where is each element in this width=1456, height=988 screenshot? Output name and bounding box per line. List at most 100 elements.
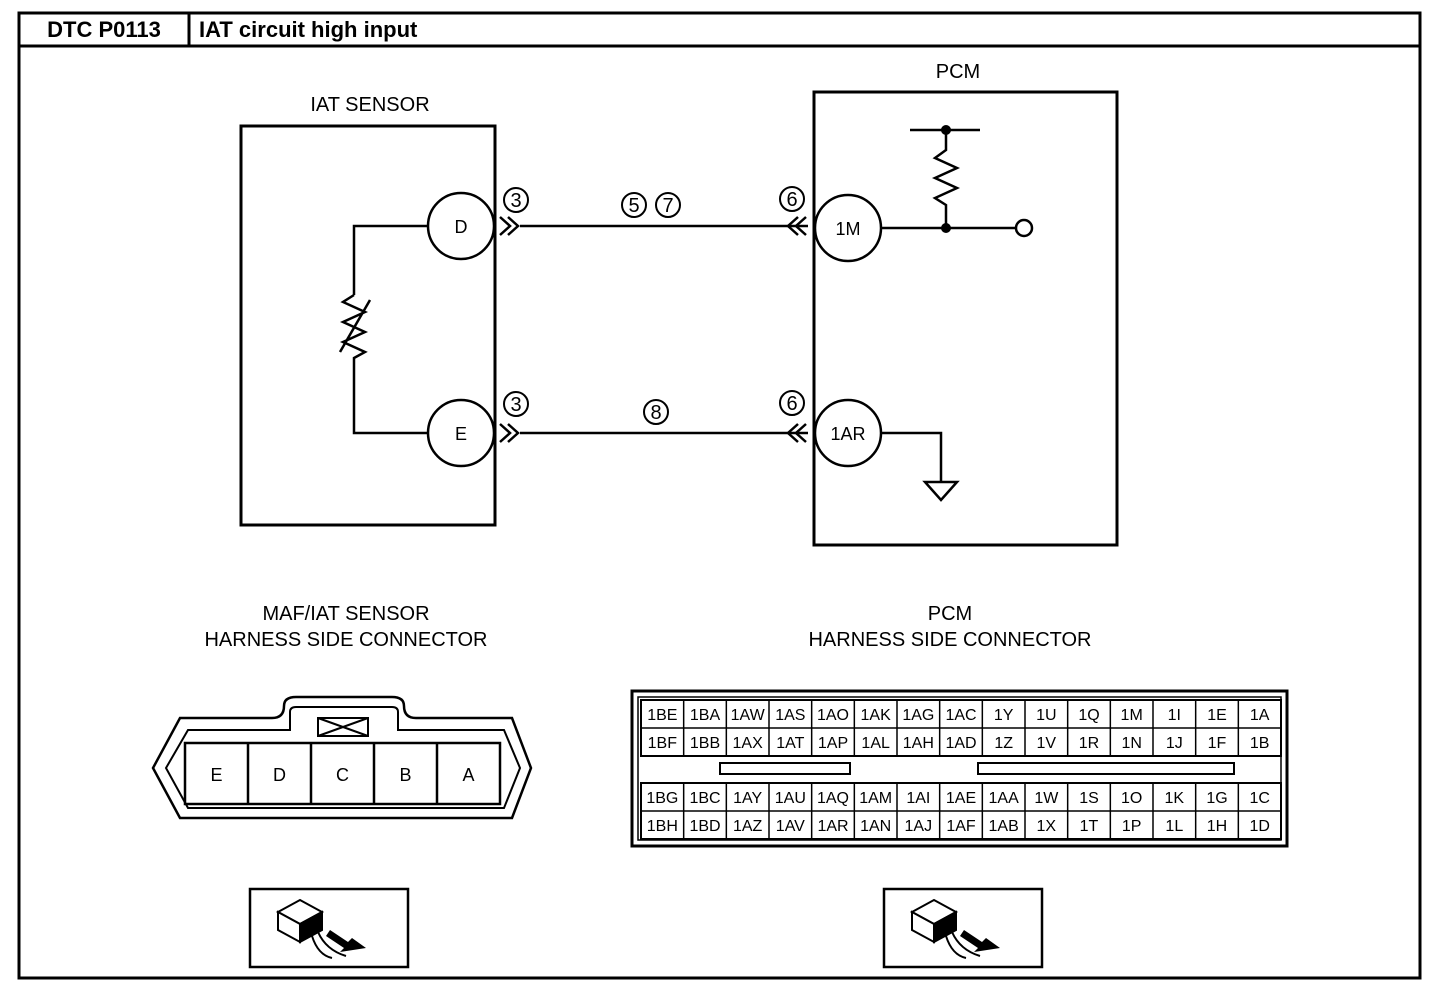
pcm-pin-1bf: 1BF — [648, 735, 678, 752]
pcm-pin-1a: 1A — [1250, 707, 1270, 724]
callout-pcm-bottom: 6 — [786, 393, 797, 415]
pcm-pin-1n: 1N — [1121, 735, 1141, 752]
pcm-pin-1i: 1I — [1168, 707, 1181, 724]
sensor-pin-e-label: E — [455, 424, 467, 444]
sensor-internal-wire-top — [352, 224, 430, 295]
pcm-pin-1q: 1Q — [1078, 707, 1099, 724]
pcm-pin-1ak: 1AK — [861, 707, 892, 724]
sensor-connector-chevron-icon — [499, 423, 512, 443]
pcm-connector-chevron-icon — [786, 216, 799, 236]
pcm-signal-node — [941, 223, 951, 233]
pcm-pin-1l: 1L — [1165, 818, 1183, 835]
pcm-pin-1aw: 1AW — [731, 707, 766, 724]
pcm-pin-1u: 1U — [1036, 707, 1056, 724]
callout-circle — [655, 192, 681, 218]
pcm-pin-1au: 1AU — [775, 790, 806, 807]
pcm-pin-1v: 1V — [1037, 735, 1057, 752]
dtc-title: IAT circuit high input — [199, 17, 418, 42]
pcm-pin-1g: 1G — [1206, 790, 1227, 807]
sensor-connector-chevron-icon — [499, 216, 512, 236]
pcm-box — [812, 90, 1119, 547]
pcm-input-terminal — [1014, 218, 1034, 238]
pcm-pin-1o: 1O — [1121, 790, 1142, 807]
pcm-pin-1aa: 1AA — [989, 790, 1020, 807]
pcm-pin-1aj: 1AJ — [905, 818, 933, 835]
maf-connector-housing — [151, 695, 533, 820]
pcm-connector-chevron-icon — [794, 216, 807, 236]
pcm-pin-1s: 1S — [1079, 790, 1099, 807]
pcm-pin-1ar: 1AR — [817, 818, 848, 835]
pcm-connector-housing — [630, 689, 1289, 848]
iat-sensor-label: IAT SENSOR — [310, 94, 429, 116]
pcm-pin-1p: 1P — [1122, 818, 1142, 835]
pcm-pin-1av: 1AV — [776, 818, 805, 835]
callout-wire-bottom: 8 — [650, 402, 661, 424]
pcm-pin-1bd: 1BD — [689, 818, 720, 835]
pcm-pin-1az: 1AZ — [733, 818, 763, 835]
maf-pin-a: A — [462, 765, 474, 785]
pcm-connector-key-slot — [977, 762, 1235, 775]
sensor-pin-d-label: D — [455, 217, 468, 237]
harness-side-connector-icon — [248, 887, 410, 969]
pcm-pin-1b: 1B — [1250, 735, 1270, 752]
thermistor-symbol — [339, 293, 430, 435]
pcm-pin-1ac: 1AC — [945, 707, 976, 724]
pcm-pin-1ab: 1AB — [989, 818, 1019, 835]
pcm-pin-1f: 1F — [1208, 735, 1227, 752]
pcm-pin-1h: 1H — [1207, 818, 1227, 835]
maf-connector-title-line1: MAF/IAT SENSOR — [262, 603, 429, 625]
maf-pin-e: E — [210, 765, 222, 785]
pcm-pin-1ad: 1AD — [945, 735, 976, 752]
outer-frame — [17, 11, 1422, 980]
pcm-connector-title-line1: PCM — [928, 603, 972, 625]
pcm-pin-1ai: 1AI — [906, 790, 930, 807]
sensor-pin-d — [426, 191, 496, 261]
pcm-pin-1bg: 1BG — [646, 790, 678, 807]
pcm-pin-1bh: 1BH — [647, 818, 678, 835]
pcm-pin-1am: 1AM — [859, 790, 892, 807]
pcm-pin-1k: 1K — [1165, 790, 1185, 807]
maf-connector-lock-cross — [317, 717, 369, 737]
sensor-connector-chevron-icon — [507, 423, 520, 443]
pcm-pin-1c: 1C — [1249, 790, 1269, 807]
callout-wire-top-b: 7 — [662, 195, 673, 217]
pcm-pin-1af: 1AF — [946, 818, 976, 835]
pcm-pin-1al: 1AL — [861, 735, 890, 752]
callout-circle — [779, 186, 805, 212]
sensor-connector-chevron-icon — [507, 216, 520, 236]
ground-icon — [922, 480, 960, 502]
callout-circle — [503, 391, 529, 417]
pcm-pin-1ay: 1AY — [733, 790, 762, 807]
pcm-pin-1m-label: 1M — [835, 219, 860, 239]
pcm-pin-1d: 1D — [1249, 818, 1269, 835]
pcm-pin-1e: 1E — [1207, 707, 1227, 724]
pcm-pin-1x: 1X — [1037, 818, 1057, 835]
harness-side-connector-icon — [882, 887, 1044, 969]
callout-sensor-bottom: 3 — [510, 394, 521, 416]
pcm-pin-1ar-label: 1AR — [830, 424, 865, 444]
pcm-pin-1w: 1W — [1034, 790, 1059, 807]
pcm-pin-1ag: 1AG — [902, 707, 934, 724]
pcm-pin-1as: 1AS — [775, 707, 805, 724]
thermistor-arrow — [338, 299, 372, 353]
maf-pin-b: B — [399, 765, 411, 785]
pcm-connector-chevron-icon — [786, 423, 799, 443]
callout-circle — [503, 187, 529, 213]
pcm-connector-title-line2: HARNESS SIDE CONNECTOR — [808, 629, 1091, 651]
pcm-pin-1bb: 1BB — [690, 735, 720, 752]
pcm-pin-1ao: 1AO — [817, 707, 849, 724]
pcm-pin-1at: 1AT — [776, 735, 804, 752]
iat-sensor-box — [239, 124, 497, 527]
pcm-pin-1be: 1BE — [647, 707, 677, 724]
pcm-pin-1m: 1M — [1121, 707, 1143, 724]
pcm-connector-chevron-icon — [794, 423, 807, 443]
maf-pin-c: C — [336, 765, 349, 785]
pcm-pin-1z: 1Z — [994, 735, 1013, 752]
sensor-pin-e — [426, 398, 496, 468]
pcm-pin-1ap: 1AP — [818, 735, 848, 752]
callout-wire-top-a: 5 — [628, 195, 639, 217]
